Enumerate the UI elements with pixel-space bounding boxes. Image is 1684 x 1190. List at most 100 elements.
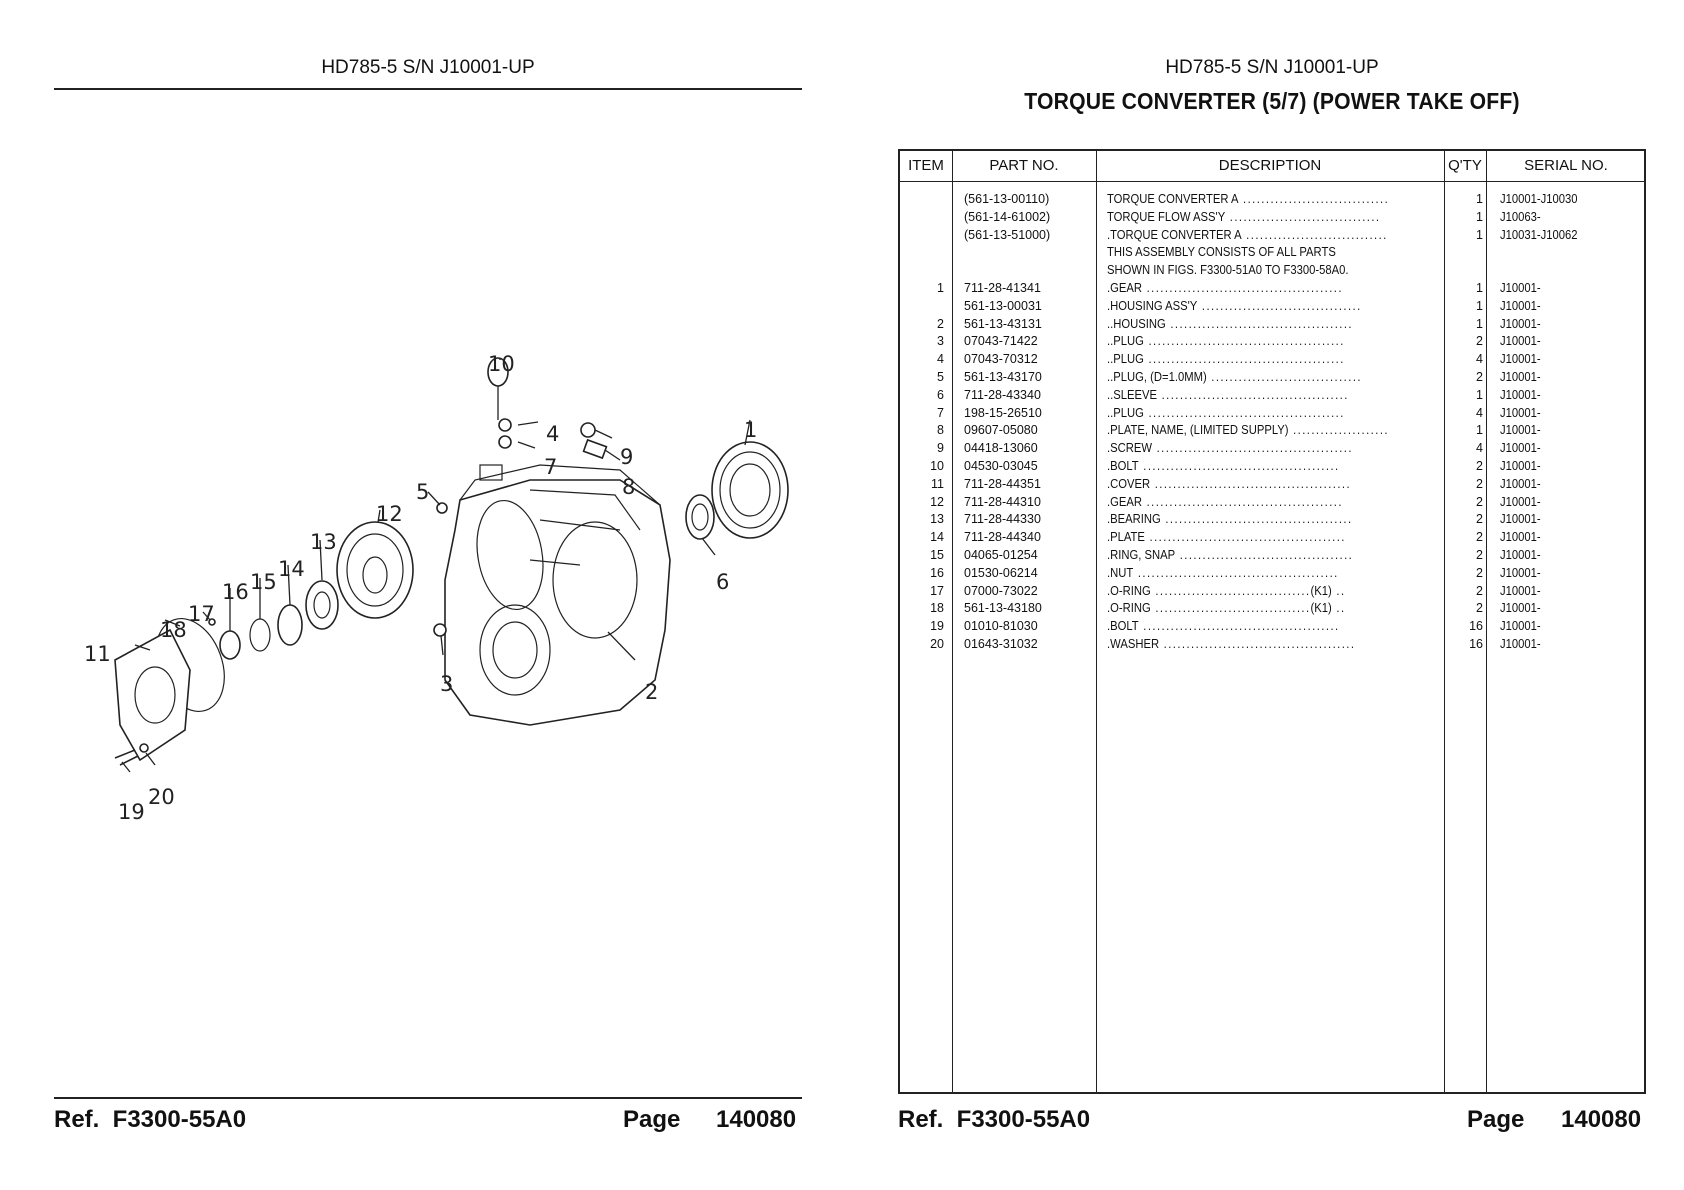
row-item-number: 15: [930, 547, 944, 562]
table-row: 12 711-28-44310 .GEAR ....................…: [900, 494, 1644, 512]
left-header-rule: [54, 88, 802, 90]
row-quantity: 16: [1469, 619, 1483, 634]
row-description: ..SLEEVE ...............................…: [1107, 387, 1408, 405]
row-part-number: 711-28-41341: [964, 280, 1041, 295]
callout-19: 19: [118, 800, 145, 824]
row-description: ..PLUG .................................…: [1107, 333, 1408, 351]
row-description-text: .GEAR: [1107, 494, 1143, 509]
row-serial-number: J10001-: [1500, 458, 1541, 473]
row-description: .O-RING ................................…: [1107, 600, 1408, 618]
row-leader-dots: ..: [1331, 583, 1346, 598]
row-quantity: 2: [1476, 547, 1483, 562]
row-leader-dots: ........................................…: [1143, 352, 1345, 367]
row-serial-number: J10001-: [1500, 619, 1541, 634]
callout-13: 13: [310, 530, 337, 554]
row-description: .GEAR ..................................…: [1107, 494, 1408, 512]
callout-16: 16: [222, 580, 249, 604]
callout-14: 14: [278, 557, 305, 581]
row-leader-dots: ..................................: [1150, 601, 1311, 616]
row-leader-dots: ........................................…: [1143, 405, 1345, 420]
left-page-header: HD785-5 S/N J10001-UP: [321, 57, 535, 78]
row-leader-dots: ......................................: [1175, 547, 1354, 562]
row-description-text: .COVER: [1107, 476, 1151, 491]
row-description-text: ..HOUSING: [1107, 316, 1166, 331]
table-row: (561-14-61002)TORQUE FLOW ASS'Y ........…: [900, 209, 1644, 227]
table-row: (561-13-51000) .TORQUE CONVERTER A ......…: [900, 227, 1644, 245]
row-leader-dots: ........................................…: [1157, 387, 1349, 402]
callout-11: 11: [84, 642, 111, 666]
callout-8: 8: [622, 475, 636, 499]
callout-10: 10: [488, 352, 515, 376]
row-description-text: .O-RING: [1107, 601, 1151, 616]
row-item-number: 3: [937, 334, 944, 349]
row-description-text: ..PLUG: [1107, 405, 1144, 420]
page-title: TORQUE CONVERTER (5/7) (POWER TAKE OFF): [1024, 88, 1520, 114]
row-leader-dots: ........................................…: [1159, 636, 1356, 651]
row-description: .BOLT ..................................…: [1107, 458, 1408, 476]
row-part-number: 561-13-43180: [964, 601, 1042, 616]
row-description: ..PLUG, (D=1.0MM) ......................…: [1107, 369, 1408, 387]
row-item-number: 5: [937, 369, 944, 384]
col-header-part-no: PART NO.: [989, 157, 1059, 174]
gear-part: [711, 441, 789, 539]
washer-part: [139, 743, 149, 753]
row-item-number: 20: [930, 636, 944, 651]
row-part-number: 04065-01254: [964, 547, 1038, 562]
row-quantity: 1: [1476, 316, 1483, 331]
callout-5: 5: [416, 480, 430, 504]
row-description: .TORQUE CONVERTER A ....................…: [1107, 227, 1408, 245]
row-quantity: 1: [1476, 423, 1483, 438]
row-description: .BOLT ..................................…: [1107, 618, 1408, 636]
table-header-row: ITEM PART NO. DESCRIPTION Q'TY SERIAL NO…: [900, 151, 1644, 182]
row-leader-dots: ........................................…: [1142, 494, 1343, 509]
row-description: .SCREW .................................…: [1107, 440, 1408, 458]
snap-ring-part: [249, 618, 271, 652]
row-serial-number: J10001-: [1500, 601, 1541, 616]
housing-part: [444, 464, 671, 726]
row-quantity: 2: [1476, 512, 1483, 527]
row-description: .HOUSING ASS'Y .........................…: [1107, 298, 1408, 316]
row-serial-number: J10001-: [1500, 476, 1541, 491]
sleeve-part: [685, 494, 715, 540]
plug-4-part: [498, 418, 512, 432]
row-item-number: 2: [937, 316, 944, 331]
o-ring-17-part: [208, 618, 216, 626]
row-part-number: 711-28-43340: [964, 387, 1041, 402]
row-part-number: 711-28-44310: [964, 494, 1041, 509]
table-row: SHOWN IN FIGS. F3300-51A0 TO F3300-58A0.: [900, 262, 1644, 280]
row-quantity: 1: [1476, 298, 1483, 313]
nameplate-part: [582, 438, 608, 460]
row-leader-dots: ........................................…: [1133, 565, 1339, 580]
row-leader-dots: ........................................…: [1143, 334, 1345, 349]
row-item-number: 11: [931, 476, 944, 491]
row-leader-dots: ........................................…: [1138, 458, 1340, 473]
row-quantity: 1: [1476, 192, 1483, 206]
row-serial-number: J10001-: [1500, 636, 1541, 651]
row-leader-dots: .................................: [1206, 369, 1362, 384]
row-leader-dots: ..................................: [1150, 583, 1311, 598]
row-item-number: 12: [930, 494, 944, 509]
row-leader-dots: .....................: [1288, 423, 1389, 438]
table-row: 561-13-00031.HOUSING ASS'Y .............…: [900, 298, 1644, 316]
left-footer-ref: Ref. F3300-55A0: [54, 1106, 247, 1133]
row-description: .PLATE .................................…: [1107, 529, 1408, 547]
row-part-number: (561-13-51000): [964, 227, 1051, 242]
row-description: TORQUE CONVERTER A .....................…: [1107, 191, 1408, 209]
gear-12-part: [336, 521, 414, 619]
row-serial-number: J10001-: [1500, 352, 1541, 367]
row-leader-dots: ........................................…: [1144, 530, 1346, 545]
row-description-text: ..PLUG: [1107, 334, 1144, 349]
row-item-number: 6: [937, 387, 944, 402]
right-page-header: HD785-5 S/N J10001-UP: [1165, 57, 1379, 78]
row-leader-dots: ........................................: [1165, 316, 1353, 331]
plug-3-part: [433, 623, 447, 637]
row-item-number: 13: [930, 512, 944, 527]
right-footer-page-number: 140080: [1561, 1106, 1642, 1133]
right-footer-ref: Ref. F3300-55A0: [898, 1106, 1091, 1133]
row-part-number: 561-13-43170: [964, 369, 1042, 384]
